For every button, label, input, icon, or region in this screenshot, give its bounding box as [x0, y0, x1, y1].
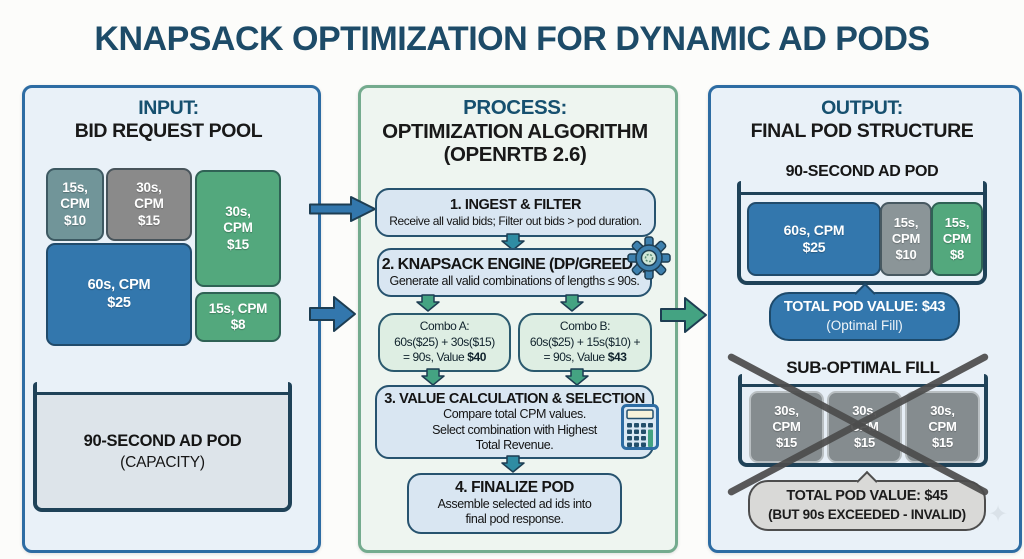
bid-60s-cpm25: 60s, CPM $25 [46, 243, 192, 346]
step-4-title: 4. FINALIZE POD [455, 479, 574, 497]
step-1-ingest-filter: 1. INGEST & FILTER Receive all valid bid… [375, 188, 656, 237]
combo-a-result: = 90s, Value $40 [402, 350, 487, 365]
process-heading-line1: PROCESS: [463, 96, 567, 119]
combo-a-title: Combo A: [419, 319, 470, 334]
combo-b-box: Combo B: 60s($25) + 15s($10) + = 90s, Va… [518, 313, 652, 372]
optimal-value-line2: (Optimal Fill) [826, 318, 903, 334]
combo-a-value: $40 [467, 350, 487, 365]
capacity-label-line1: 90-SECOND AD POD [83, 432, 242, 450]
pod-container-topline [741, 192, 983, 195]
watermark-sparkle: ✦ [988, 501, 1009, 528]
arrow-combo-b-to-step3 [565, 368, 589, 386]
step-1-title: 1. INGEST & FILTER [449, 196, 582, 213]
combo-a-box: Combo A: 60s($25) + 30s($15) = 90s, Valu… [378, 313, 511, 372]
combo-b-line: 60s($25) + 15s($10) + [529, 334, 641, 349]
output-panel-heading: OUTPUT: FINAL POD STRUCTURE [708, 97, 1016, 143]
bid-15s-cpm10: 15s, CPM $10 [46, 168, 104, 241]
optimal-value-pill: TOTAL POD VALUE: $43 (Optimal Fill) [769, 282, 960, 341]
step-3-title: 3. VALUE CALCULATION & SELECTION [384, 390, 645, 407]
arrow-step3-to-step4 [501, 455, 525, 473]
combo-b-title: Combo B: [559, 319, 611, 334]
pod-ad-15s-cpm10: 15s, CPM $10 [880, 202, 932, 276]
pod-container [737, 181, 987, 285]
step-1-desc: Receive all valid bids; Filter out bids … [389, 213, 642, 228]
pod-ad-60s: 60s, CPM $25 [747, 202, 881, 276]
process-heading-line3: (OPENRTB 2.6) [443, 143, 587, 166]
capacity-label-line2: (CAPACITY) [120, 454, 205, 471]
bid-30s-cpm15-gray: 30s, CPM $15 [106, 168, 192, 241]
arrow-step2-to-combo-b [560, 294, 584, 312]
arrow-input-to-process-2 [309, 296, 356, 332]
output-heading-line1: OUTPUT: [821, 97, 903, 119]
combo-b-value: $43 [607, 350, 627, 365]
step-4-finalize-pod: 4. FINALIZE POD Assemble selected ad ids… [407, 473, 622, 534]
page-title: KNAPSACK OPTIMIZATION FOR DYNAMIC AD POD… [94, 20, 930, 58]
pod-ad-15s-cpm8: 15s, CPM $8 [931, 202, 983, 276]
suboptimal-ad-3: 30s, CPM $15 [905, 391, 980, 463]
input-heading-line1: INPUT: [138, 97, 199, 119]
process-heading-line2: OPTIMIZATION ALGORITHM [382, 119, 648, 143]
arrow-process-to-output [660, 297, 707, 333]
step-2-title: 2. KNAPSACK ENGINE (DP/GREEDY) [381, 255, 648, 273]
bid-30s-cpm15-green: 30s, CPM $15 [195, 170, 281, 287]
invalid-value-line2: (BUT 90s EXCEEDED - INVALID) [768, 507, 966, 523]
bid-15s-cpm8: 15s, CPM $8 [195, 292, 281, 342]
invalid-value-pill: TOTAL POD VALUE: $45 (BUT 90s EXCEEDED -… [748, 470, 986, 531]
process-panel-heading: PROCESS: OPTIMIZATION ALGORITHM (OPENRTB… [358, 96, 672, 167]
arrow-combo-a-to-step3 [421, 368, 445, 386]
step-4-desc: Assemble selected ad ids into final pod … [437, 497, 592, 527]
step-3-value-calculation: 3. VALUE CALCULATION & SELECTION Compare… [375, 385, 654, 459]
step-3-desc: Compare total CPM values. Select combina… [432, 407, 597, 452]
arrow-input-to-process-1 [309, 196, 376, 222]
calculator-icon [621, 404, 659, 450]
arrow-step2-to-combo-a [416, 294, 440, 312]
gear-icon [627, 236, 671, 280]
step-2-knapsack-engine: 2. KNAPSACK ENGINE (DP/GREEDY) Generate … [377, 248, 652, 297]
input-panel-heading: INPUT: BID REQUEST POOL [22, 97, 315, 143]
combo-b-result: = 90s, Value $43 [543, 350, 627, 365]
optimal-value-line1: TOTAL POD VALUE: $43 [783, 299, 946, 316]
pod-title: 90-SECOND AD POD [785, 163, 939, 180]
step-2-desc: Generate all valid combinations of lengt… [389, 274, 640, 289]
suboptimal-title: SUB-OPTIMAL FILL [786, 358, 940, 377]
output-heading-line2: FINAL POD STRUCTURE [750, 120, 974, 142]
input-heading-line2: BID REQUEST POOL [74, 120, 263, 142]
invalid-value-line1: TOTAL POD VALUE: $45 [786, 488, 948, 505]
combo-a-line: 60s($25) + 30s($15) [394, 334, 495, 349]
arrow-step1-to-step2 [501, 233, 525, 251]
capacity-fill [37, 392, 288, 508]
capacity-container: 90-SECOND AD POD (CAPACITY) [33, 382, 292, 512]
